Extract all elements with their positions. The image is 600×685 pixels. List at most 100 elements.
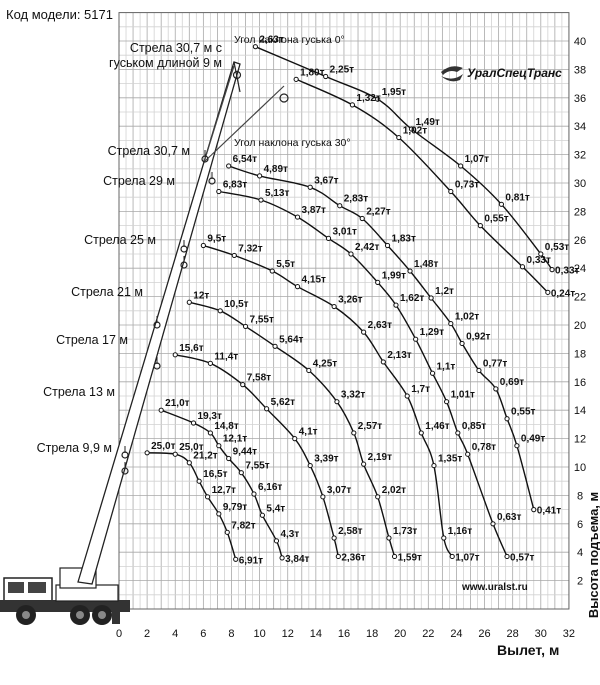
load-value-label: 3,39т	[314, 454, 338, 465]
load-value-label: 3,26т	[338, 295, 362, 306]
jib-line	[233, 61, 241, 93]
load-point	[408, 126, 415, 132]
load-point	[545, 289, 551, 295]
load-point	[207, 360, 213, 366]
jib-angle-0-label: Угол наклона гуська 0°	[234, 34, 345, 46]
hook-icon	[180, 245, 188, 253]
load-value-label: 1,01т	[451, 390, 475, 401]
y-axis-label: Высота подъема, м	[586, 492, 600, 618]
load-point	[242, 323, 249, 330]
y-tick-label: 2	[577, 576, 583, 588]
load-value-label: 1,02т	[403, 126, 427, 137]
y-tick-label: 10	[574, 462, 586, 474]
boom-label-jib-9: Стрела 30,7 м с	[130, 41, 222, 55]
load-point	[294, 284, 301, 290]
load-point	[361, 329, 367, 335]
load-point	[158, 407, 164, 413]
load-value-label: 0,49т	[521, 434, 545, 445]
jib-30-arm	[203, 85, 285, 163]
load-value-label: 10,5т	[224, 299, 248, 310]
load-point	[448, 188, 454, 195]
truck-hub	[76, 611, 84, 619]
load-curve-6: 6,54т4,89т3,67т2,83т2,27т1,83т1,48т1,2т1…	[226, 154, 561, 517]
load-point	[190, 420, 197, 426]
load-value-label: 12т	[193, 290, 209, 301]
load-value-label: 2,02т	[382, 485, 406, 496]
load-value-label: 21,0т	[165, 398, 189, 409]
load-point	[386, 535, 392, 541]
truck-hub	[22, 611, 30, 619]
load-value-label: 2,63т	[259, 35, 283, 46]
load-value-label: 4,25т	[313, 358, 337, 369]
load-value-label: 25,0т	[151, 441, 175, 452]
load-value-label: 2,27т	[366, 207, 390, 218]
load-point	[449, 553, 455, 560]
y-tick-label: 8	[577, 490, 583, 502]
load-value-label: 4,3т	[280, 529, 299, 540]
load-point	[307, 462, 313, 469]
load-curve-1: 21,0т19,3т14,8т12,1т9,44т7,55т6,16т5,4т4…	[158, 398, 310, 565]
load-point	[204, 494, 211, 500]
load-value-label: 7,55т	[245, 461, 269, 472]
load-value-label: 3,01т	[332, 226, 356, 237]
boom-label-307: Стрела 30,7 м	[108, 144, 190, 158]
load-value-label: 1,29т	[420, 327, 444, 338]
x-tick-label: 26	[478, 628, 490, 640]
load-point	[418, 430, 424, 436]
load-value-label: 6,83т	[223, 180, 247, 191]
y-tick-label: 6	[577, 519, 583, 531]
boom-label-13: Стрела 13 м	[43, 385, 115, 399]
load-point	[306, 367, 312, 374]
load-point	[273, 538, 280, 544]
load-value-label: 0,77т	[483, 358, 507, 369]
load-point	[240, 382, 246, 388]
load-point	[207, 430, 213, 436]
load-value-label: 1,80т	[300, 67, 324, 78]
load-value-label: 3,67т	[314, 175, 338, 186]
load-point	[269, 268, 275, 274]
load-value-label: 0,55т	[484, 214, 508, 225]
jib-0-arm	[203, 65, 235, 163]
crane-illustration	[0, 61, 289, 625]
load-value-label: 2,57т	[358, 421, 382, 432]
load-value-label: 11,4т	[214, 351, 238, 362]
load-point	[264, 406, 270, 412]
hook-icon	[121, 467, 129, 475]
load-value-label: 1,46т	[425, 421, 449, 432]
load-point	[351, 430, 357, 436]
load-point	[349, 102, 355, 108]
load-value-label: 1,73т	[393, 526, 417, 537]
y-tick-label: 30	[574, 178, 586, 190]
load-point	[279, 555, 285, 561]
hook-icon	[208, 177, 216, 185]
load-value-label: 2,25т	[330, 65, 354, 76]
load-value-label: 1,48т	[414, 259, 438, 270]
load-point	[217, 308, 223, 314]
load-value-label: 0,33т	[527, 255, 551, 266]
y-tick-label: 24	[574, 263, 586, 275]
hook-icon	[121, 451, 129, 459]
load-value-label: 1,1т	[437, 361, 456, 372]
load-value-label: 3,84т	[285, 554, 309, 565]
load-point	[334, 399, 340, 405]
load-value-label: 25,0т	[179, 442, 203, 453]
load-point	[514, 443, 520, 449]
load-point	[200, 242, 206, 249]
load-point	[407, 268, 413, 274]
load-point	[293, 76, 299, 82]
load-value-label: 7,32т	[238, 243, 262, 254]
load-value-label: 0,24т	[551, 288, 575, 299]
load-point	[144, 450, 150, 456]
load-point	[393, 302, 399, 308]
load-value-label: 19,3т	[198, 411, 222, 422]
load-point	[428, 295, 434, 301]
y-tick-label: 20	[574, 320, 586, 332]
crane-truck	[0, 567, 130, 625]
load-value-label: 6,54т	[233, 154, 257, 165]
load-point	[404, 393, 410, 399]
website-label: www.uralst.ru	[461, 582, 528, 593]
load-point	[519, 264, 526, 270]
y-tick-label: 28	[574, 206, 586, 218]
